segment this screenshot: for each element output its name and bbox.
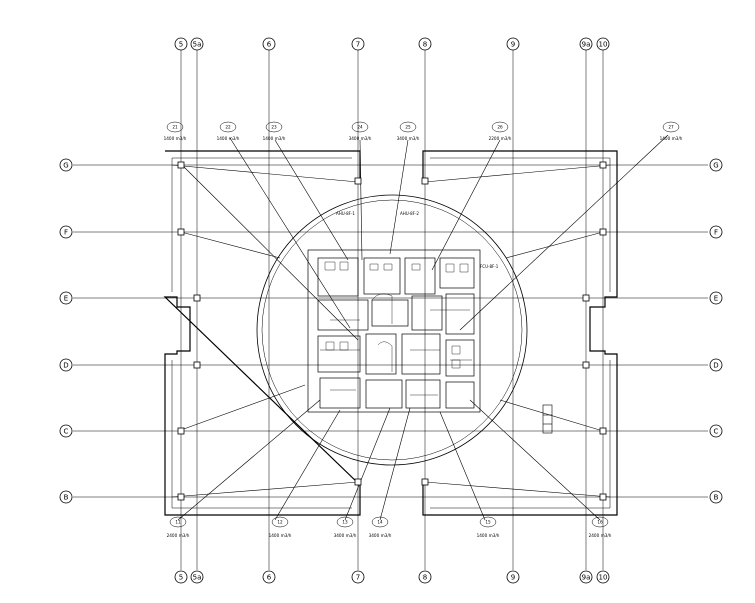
callout-flow: 1400 m3/h [660,136,683,141]
row-label: C [64,428,69,436]
row-bubbles-left [59,158,73,504]
column-label: 8 [423,574,427,582]
ring-label: AHU-8F-2 [400,211,419,216]
row-label: D [63,362,68,370]
structural-columns [177,161,607,501]
column-bubbles-bottom [174,570,610,584]
callout-flow: 3400 m3/h [397,136,420,141]
core-area [307,249,481,413]
callout-flow: 1400 m3/h [263,136,286,141]
callout-tag: 23 [271,125,277,130]
callout-tag: 22 [225,125,231,130]
row-label: D [713,362,718,370]
callout-flow: 3400 m3/h [369,533,392,538]
row-label: B [714,494,719,502]
row-label: F [714,229,718,237]
column-label: 9 [511,574,515,582]
column-bubbles-top [174,37,610,51]
callout-flow: 1400 m3/h [164,136,187,141]
callout-flow: 3400 m3/h [334,533,357,538]
column-label: 5 [179,574,183,582]
row-label: G [63,162,68,170]
callout-tag: 26 [497,125,503,130]
row-grid-lines [73,164,708,498]
column-label: 8 [423,41,427,49]
row-label: B [64,494,69,502]
duct-leader-lines [171,134,669,521]
callouts-top [166,121,680,133]
column-grid-lines [180,50,604,570]
column-label: 5 [179,41,183,49]
column-label: 9a [582,41,591,49]
column-labels-bottom: 5 5a 6 7 8 9 9a 10 [179,574,608,582]
ring-label: FCU-8F-1 [480,264,499,269]
column-label: 10 [599,41,608,49]
central-ring [256,194,528,466]
column-label: 9 [511,41,515,49]
column-label: 6 [267,41,272,49]
callout-flow: 1400 m3/h [477,533,500,538]
callout-flow: 2400 m3/h [589,533,612,538]
callout-tag: 27 [668,125,674,130]
callouts-bottom [169,516,609,528]
building-outline [163,150,618,516]
callout-flow: 2200 m3/h [489,136,512,141]
column-labels-top: 5 5a 6 7 8 9 9a 10 [179,41,608,49]
column-label: 10 [599,574,608,582]
callout-flow: 1400 m3/h [217,136,240,141]
callout-tag: 11 [175,520,181,525]
row-label: E [64,295,68,303]
callout-flow: 1400 m3/h [269,533,292,538]
row-labels-right: G F E D C B [713,162,718,502]
ring-labels: AHU-8F-1 AHU-8F-2 FCU-8F-1 [336,211,499,269]
row-label: E [714,295,718,303]
callout-tag: 25 [405,125,411,130]
callout-tag: 15 [485,520,491,525]
column-label: 5a [193,41,202,49]
row-label: F [64,229,68,237]
column-label: 9a [582,574,591,582]
callout-tag: 12 [277,520,283,525]
callout-flow: 3400 m3/h [349,136,372,141]
equipment-symbol [542,404,553,434]
callout-flow: 2400 m3/h [167,533,190,538]
column-label: 7 [356,41,360,49]
callout-tag: 13 [342,520,348,525]
callout-tag: 14 [377,520,383,525]
callout-tag: 24 [357,125,363,130]
row-label: C [714,428,719,436]
column-label: 5a [193,574,202,582]
column-label: 6 [267,574,272,582]
callout-text-bottom: 11 2400 m3/h 12 1400 m3/h 13 3400 m3/h 1… [167,520,612,539]
row-label: G [713,162,718,170]
row-bubbles-right [709,158,723,504]
ring-label: AHU-8F-1 [336,211,355,216]
callout-tag: 21 [172,125,178,130]
callout-tag: 16 [597,520,603,525]
row-labels-left: G F E D C B [63,162,68,502]
callout-text-top: 21 1400 m3/h 22 1400 m3/h 23 1400 m3/h 2… [164,125,683,142]
column-label: 7 [356,574,360,582]
